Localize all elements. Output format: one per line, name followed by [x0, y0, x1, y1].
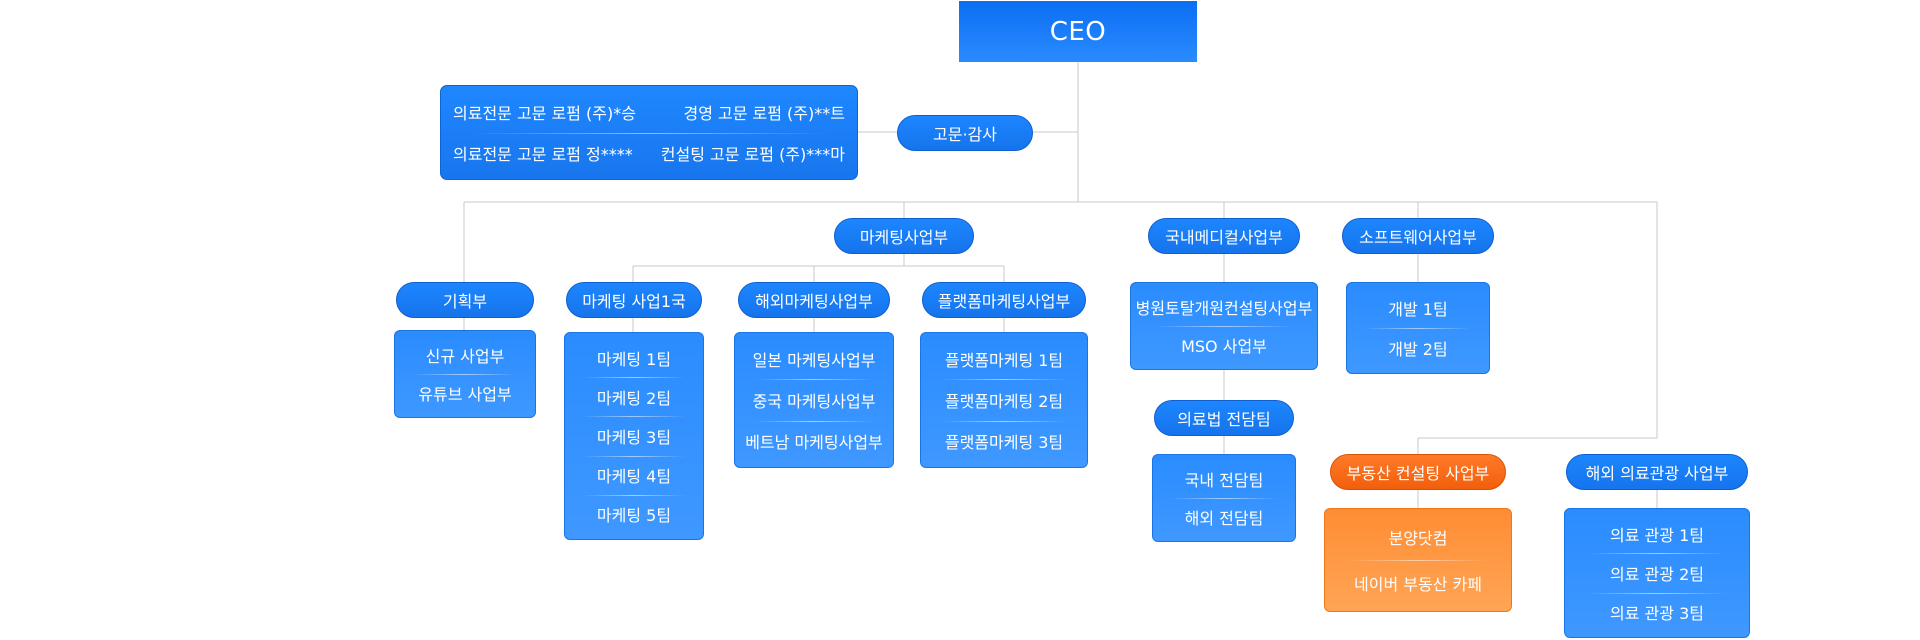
- planning-pill: 기획부: [396, 282, 534, 318]
- team-item: 의료 관광 1팀: [1610, 525, 1704, 545]
- realestate-box: 분양닷컴 네이버 부동산 카페: [1324, 508, 1512, 612]
- medical-tourism-box: 의료 관광 1팀 의료 관광 2팀 의료 관광 3팀: [1564, 508, 1750, 638]
- team-item: 마케팅 5팀: [565, 494, 703, 534]
- team-item: 중국 마케팅사업부: [735, 379, 893, 420]
- team-item: 마케팅 4팀: [565, 455, 703, 495]
- domestic-medical-box: 병원토탈개원컨설팅사업부 MSO 사업부: [1130, 282, 1318, 370]
- team-item: 해외 전담팀: [1153, 498, 1295, 536]
- team-item: 플랫폼마케팅 1팀: [944, 350, 1064, 370]
- medical-tourism-pill: 해외 의료관광 사업부: [1566, 454, 1748, 490]
- team-item: 네이버 부동산 카페: [1325, 560, 1511, 606]
- team-item: 베트남 마케팅사업부: [735, 420, 893, 462]
- platform-marketing-box: 플랫폼마케팅 1팀 플랫폼마케팅 2팀 플랫폼마케팅 3팀: [920, 332, 1088, 468]
- advisory-pill: 고문·감사: [897, 115, 1033, 151]
- team-item: MSO 사업부: [1131, 326, 1317, 364]
- marketing-pill: 마케팅사업부: [834, 218, 974, 254]
- overseas-marketing-pill: 해외마케팅사업부: [738, 282, 890, 318]
- medical-law-box: 국내 전담팀 해외 전담팀: [1152, 454, 1296, 542]
- team-item: 플랫폼마케팅 2팀: [921, 379, 1087, 420]
- overseas-marketing-box: 일본 마케팅사업부 중국 마케팅사업부 베트남 마케팅사업부: [734, 332, 894, 468]
- domestic-medical-pill: 국내메디컬사업부: [1148, 218, 1300, 254]
- software-box: 개발 1팀 개발 2팀: [1346, 282, 1490, 374]
- team-item: 분양닷컴: [1388, 529, 1448, 548]
- team-item: 개발 2팀: [1347, 328, 1489, 368]
- advisors-divider: [469, 133, 829, 134]
- team-item: 마케팅 1팀: [596, 349, 672, 369]
- team-item: 의료 관광 2팀: [1565, 553, 1749, 592]
- advisor-member: 의료전문 고문 로펌 (주)*승: [453, 104, 636, 124]
- advisor-member: 컨설팅 고문 로펌 (주)***마: [660, 144, 845, 164]
- ceo-node: CEO: [959, 1, 1197, 62]
- realestate-pill: 부동산 컨설팅 사업부: [1330, 454, 1506, 490]
- advisor-member: 경영 고문 로펌 (주)**트: [683, 104, 845, 124]
- team-item: 국내 전담팀: [1184, 471, 1264, 490]
- team-item: 마케팅 3팀: [565, 416, 703, 455]
- team-item: 일본 마케팅사업부: [752, 350, 876, 370]
- medical-law-pill: 의료법 전담팀: [1154, 400, 1294, 436]
- team-item: 유튜브 사업부: [395, 374, 535, 412]
- platform-marketing-pill: 플랫폼마케팅사업부: [922, 282, 1086, 318]
- planning-box: 신규 사업부 유튜브 사업부: [394, 330, 536, 418]
- advisor-member: 의료전문 고문 로펌 정****: [453, 144, 633, 164]
- advisors-box: 의료전문 고문 로펌 (주)*승 경영 고문 로펌 (주)**트 의료전문 고문…: [440, 85, 858, 180]
- team-item: 의료 관광 3팀: [1565, 592, 1749, 632]
- team-item: 병원토탈개원컨설팅사업부: [1135, 299, 1313, 318]
- team-item: 플랫폼마케팅 3팀: [921, 420, 1087, 462]
- team-item: 마케팅 2팀: [565, 377, 703, 416]
- team-item: 신규 사업부: [425, 347, 505, 366]
- team-item: 개발 1팀: [1388, 300, 1448, 319]
- marketing-bureau1-pill: 마케팅 사업1국: [566, 282, 702, 318]
- marketing-bureau1-box: 마케팅 1팀 마케팅 2팀 마케팅 3팀 마케팅 4팀 마케팅 5팀: [564, 332, 704, 540]
- software-pill: 소프트웨어사업부: [1342, 218, 1494, 254]
